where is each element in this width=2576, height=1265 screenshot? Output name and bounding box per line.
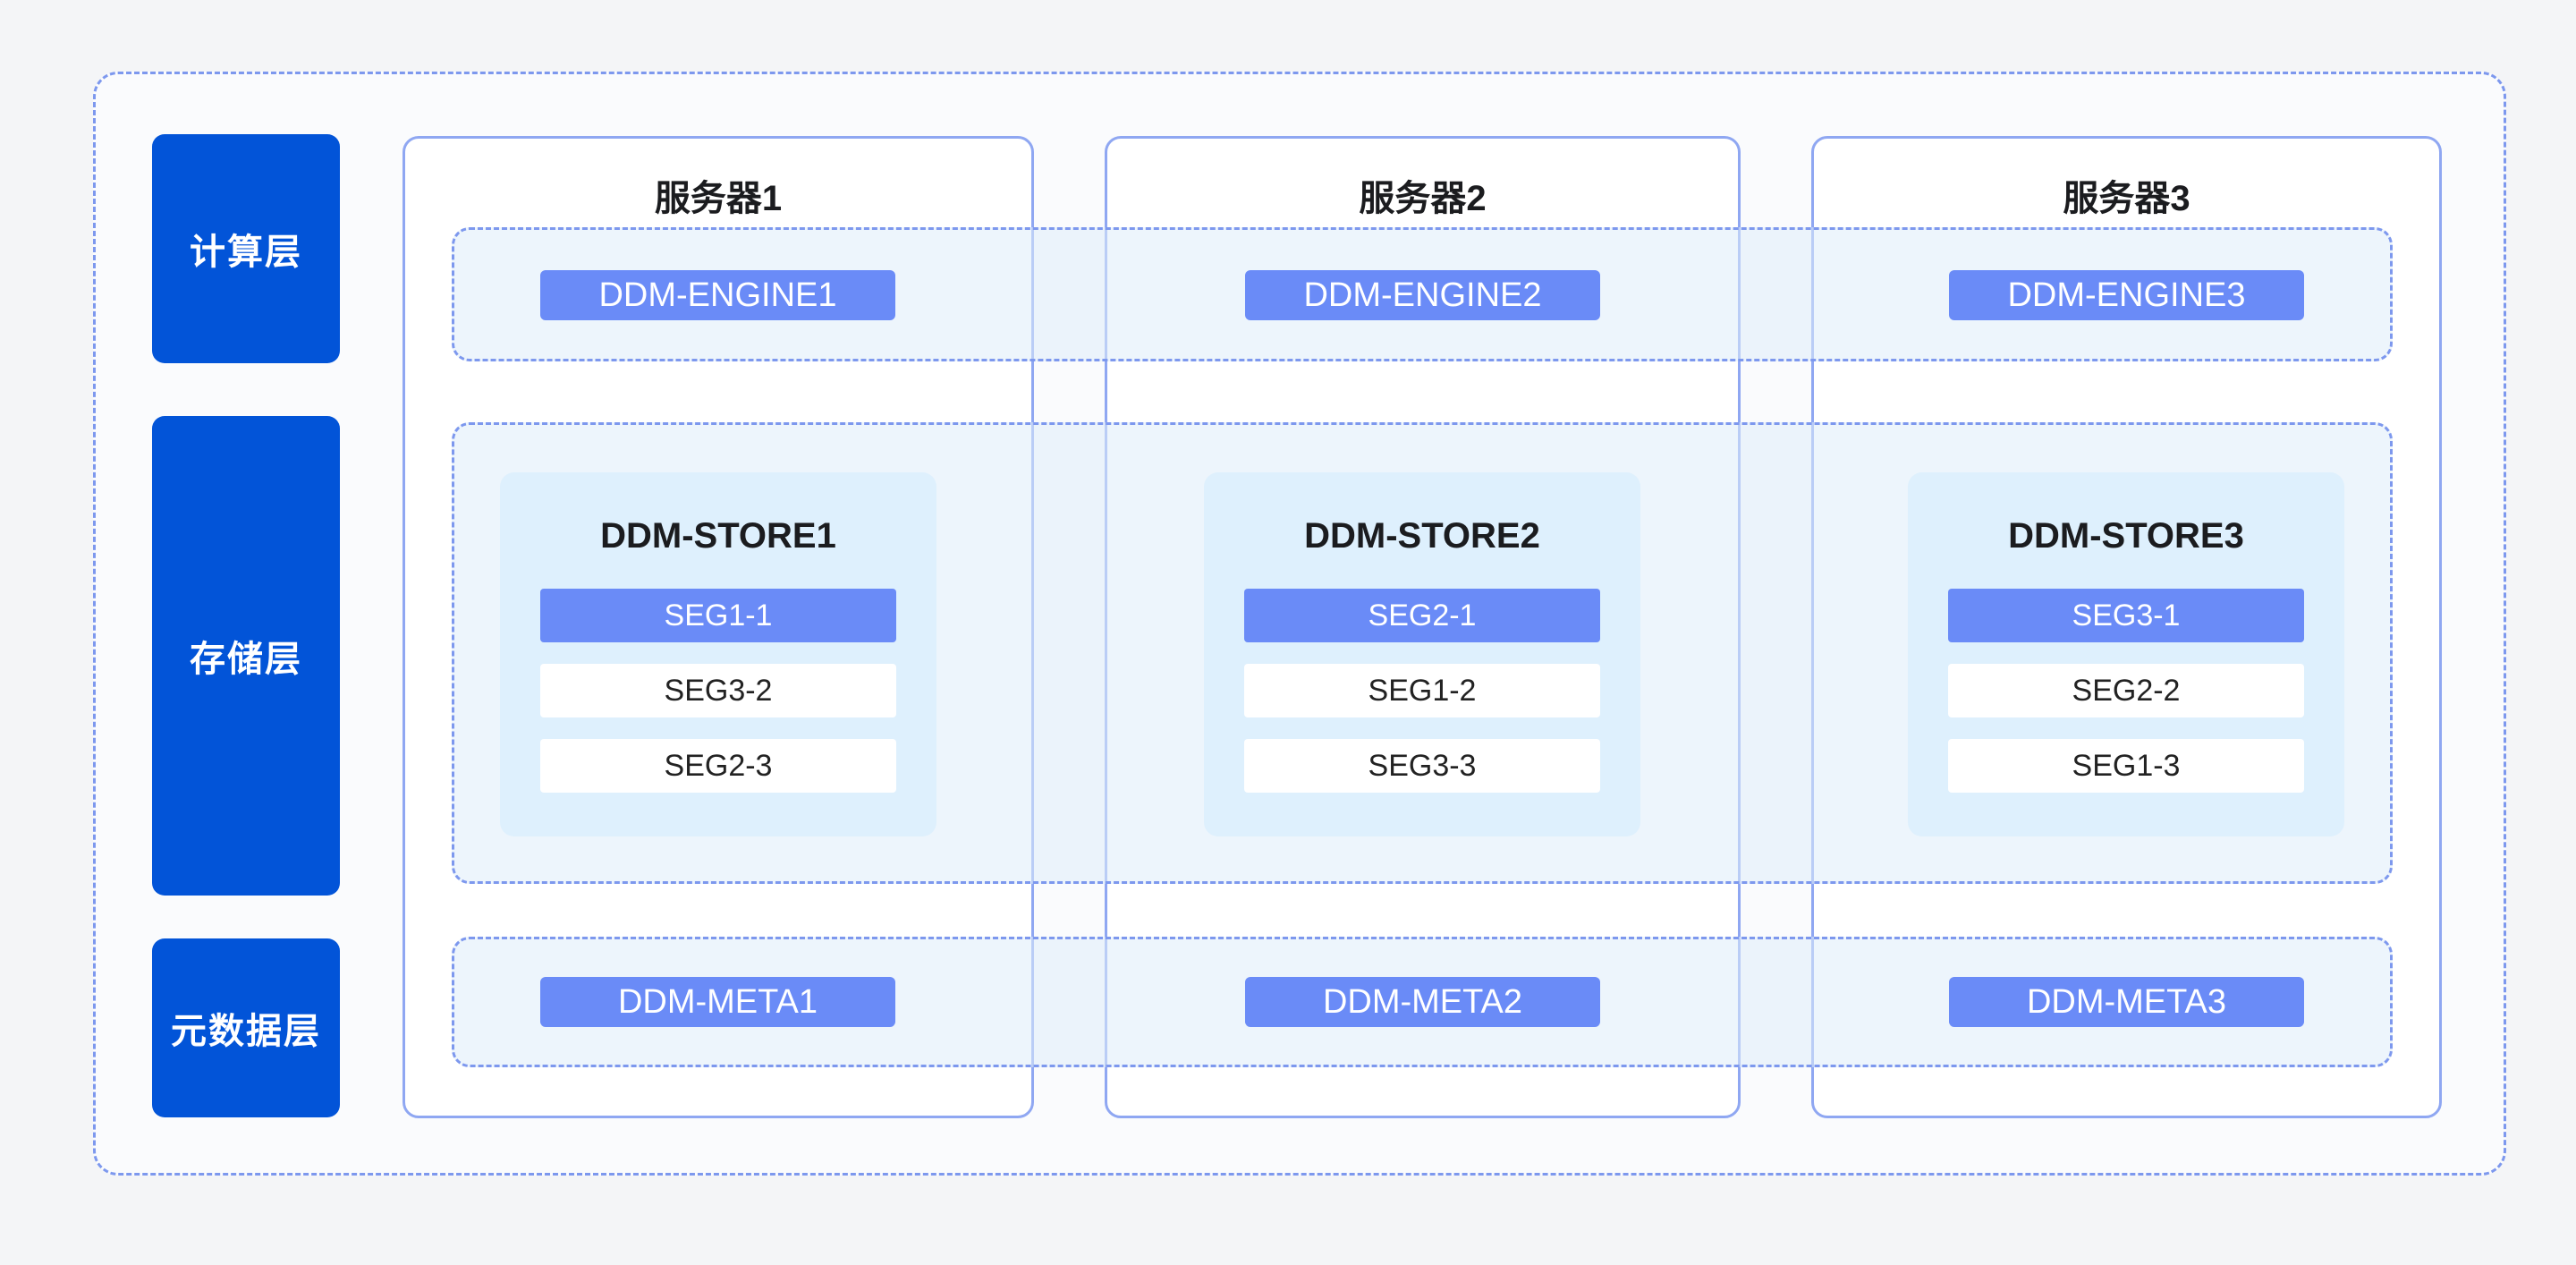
ddm-store1-card: DDM-STORE1 SEG1-1 SEG3-2 SEG2-3 (500, 472, 936, 836)
segment-primary-3: SEG3-1 (1948, 589, 2304, 642)
ddm-store2-card: DDM-STORE2 SEG2-1 SEG1-2 SEG3-3 (1204, 472, 1640, 836)
server-title-2: 服务器2 (1359, 179, 1487, 218)
ddm-store3-card: DDM-STORE3 SEG3-1 SEG2-2 SEG1-3 (1908, 472, 2344, 836)
ddm-engine3-node: DDM-ENGINE3 (1949, 270, 2304, 320)
server-title-1: 服务器1 (654, 179, 783, 218)
segment-replica-1b: SEG2-3 (540, 739, 896, 793)
segment-replica-2a: SEG1-2 (1244, 664, 1600, 717)
segment-replica-1a: SEG3-2 (540, 664, 896, 717)
segment-replica-2b: SEG3-3 (1244, 739, 1600, 793)
segment-replica-3b: SEG1-3 (1948, 739, 2304, 793)
server-title-3: 服务器3 (2063, 179, 2190, 218)
layer-label-metadata: 元数据层 (152, 938, 340, 1117)
ddm-meta3-node: DDM-META3 (1949, 977, 2304, 1027)
ddm-meta1-node: DDM-META1 (540, 977, 895, 1027)
store-title-2: DDM-STORE2 (1304, 516, 1540, 556)
segment-replica-3a: SEG2-2 (1948, 664, 2304, 717)
segment-primary-2: SEG2-1 (1244, 589, 1600, 642)
layer-label-compute: 计算层 (152, 134, 340, 363)
segment-primary-1: SEG1-1 (540, 589, 896, 642)
ddm-engine1-node: DDM-ENGINE1 (540, 270, 895, 320)
ddm-engine2-node: DDM-ENGINE2 (1245, 270, 1600, 320)
layer-label-storage: 存储层 (152, 416, 340, 896)
store-title-3: DDM-STORE3 (2008, 516, 2244, 556)
store-title-1: DDM-STORE1 (600, 516, 836, 556)
ddm-meta2-node: DDM-META2 (1245, 977, 1600, 1027)
